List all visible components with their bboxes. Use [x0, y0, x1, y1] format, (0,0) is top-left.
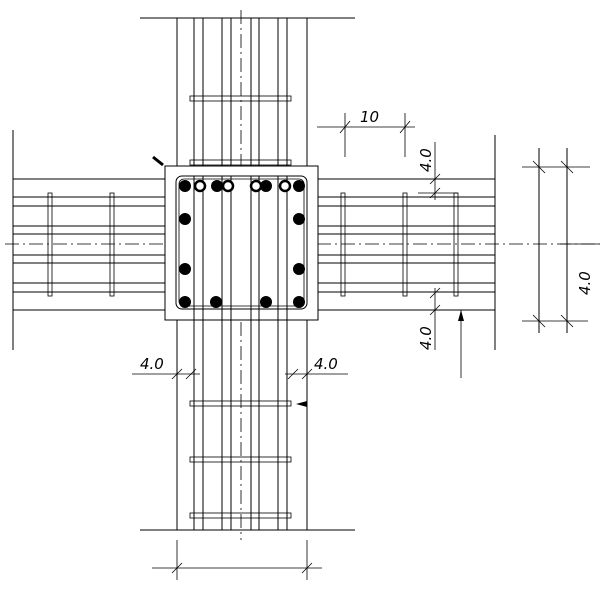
dim-spacing-10: 10: [360, 108, 379, 126]
rebar-solid: [293, 296, 305, 308]
rebar-solid: [293, 180, 305, 192]
rebar-solid: [293, 263, 305, 275]
dim-column-right-cover: 4.0: [314, 355, 338, 373]
column-tie: [189, 456, 292, 463]
rebar-hollow: [193, 179, 207, 193]
column-tie: [189, 512, 292, 519]
rebar-hollow: [221, 179, 235, 193]
section-marker-icon: [152, 155, 164, 167]
dimensions: 10 4.0 4.0 4.0 4.0 4.0: [132, 108, 600, 580]
joint-core: [152, 155, 319, 321]
beam-stirrup: [453, 192, 459, 297]
rebar-hollow: [278, 179, 292, 193]
rebar-solid: [293, 213, 305, 225]
beam-stirrup: [47, 192, 53, 297]
joint-hoop-outer: [175, 175, 308, 310]
section-marker-icon: [296, 401, 307, 407]
rebar-sections: [179, 179, 305, 308]
rebar-solid: [179, 296, 191, 308]
dim-beam-top-cover: 4.0: [417, 148, 435, 172]
beam-longitudinal-bars: [13, 178, 495, 311]
column-ties: [189, 95, 292, 519]
beam-stirrup: [109, 192, 115, 297]
joint-outline: [164, 165, 319, 321]
rebar-hollow: [249, 179, 263, 193]
rebar-solid: [260, 180, 272, 192]
rebar-solid: [260, 296, 272, 308]
arrow-up-icon: [458, 310, 464, 321]
column-tie: [189, 159, 292, 166]
dim-section-height: 4.0: [576, 271, 594, 295]
column-tie: [189, 400, 292, 407]
dim-column-left-cover: 4.0: [140, 355, 164, 373]
beam-stirrup: [402, 192, 408, 297]
joint-hoop-inner: [178, 178, 305, 307]
rebar-solid: [179, 180, 191, 192]
rebar-solid: [179, 263, 191, 275]
rebar-solid: [210, 296, 222, 308]
dim-beam-bottom-cover: 4.0: [417, 326, 435, 350]
column-tie: [189, 95, 292, 102]
beam: [5, 130, 600, 350]
rebar-solid: [211, 180, 223, 192]
rebar-solid: [179, 213, 191, 225]
beam-stirrup: [340, 192, 346, 297]
joint-vertical-bars: [193, 176, 288, 320]
